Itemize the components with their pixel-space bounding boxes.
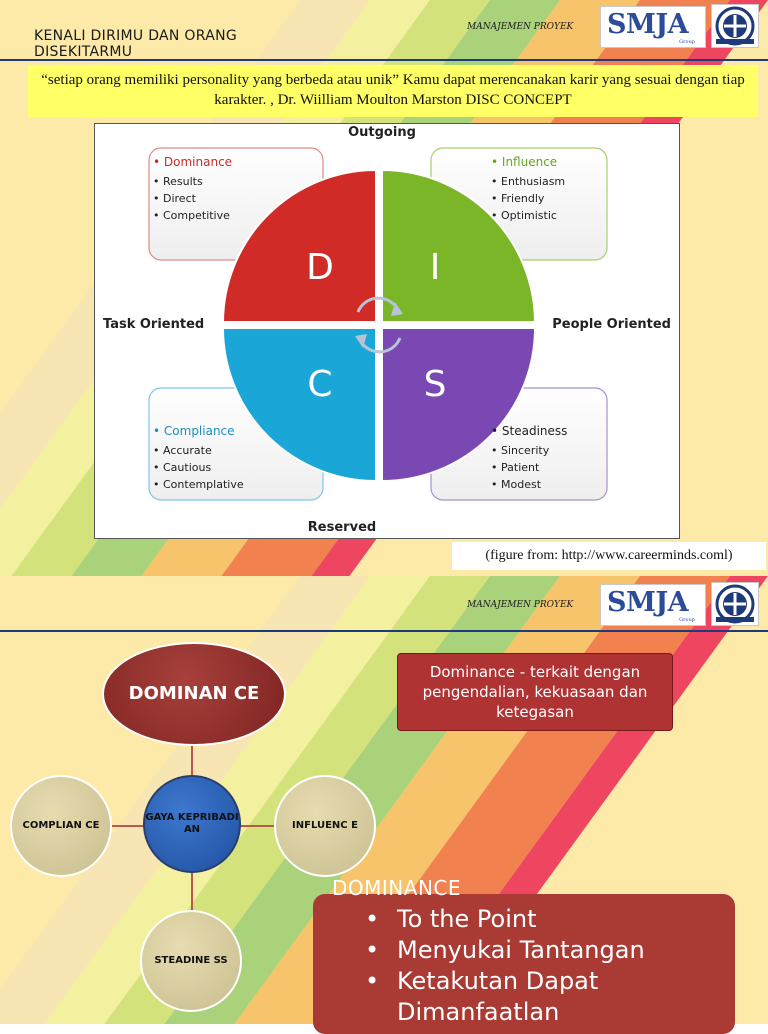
smja-logo: SMJA Group [600, 6, 706, 48]
dominance-item: • Competitive [153, 209, 230, 222]
influence-item: • Enthusiasm [491, 175, 565, 188]
slide-title: KENALI DIRIMU DAN ORANG DISEKITARMU [34, 28, 238, 60]
quadrant-s [381, 327, 537, 483]
quadrant-c [221, 327, 377, 483]
dominance-title: • Dominance [153, 155, 232, 169]
influence-title: • Influence [491, 155, 557, 169]
list-item: To the Point [365, 904, 727, 935]
letter-c: C [307, 364, 332, 405]
bubble-compliance: COMPLIAN CE [10, 775, 112, 877]
connector-line-right [239, 825, 277, 827]
axis-left-label: Task Oriented [103, 317, 204, 332]
compliance-item: • Accurate [153, 444, 212, 457]
list-item: Menyukai Tantangan [365, 935, 727, 966]
connector-line-bottom [191, 871, 193, 913]
dominance-traits-list: To the Point Menyukai Tantangan Ketakuta… [365, 904, 727, 1028]
steadiness-item: • Sincerity [491, 444, 550, 457]
dominance-definition: Dominance - terkait dengan pengendalian,… [397, 653, 673, 731]
seal-icon [715, 584, 755, 624]
dominance-heading: DOMINANCE [332, 876, 462, 900]
axis-top-label: Outgoing [348, 125, 416, 140]
marston-quote: “setiap orang memiliki personality yang … [28, 65, 758, 117]
disc-diagram: D I C S Outgoing Reserved Task Oriented … [94, 123, 680, 539]
smja-logo-sub: Group [679, 39, 695, 45]
university-seal [711, 582, 759, 626]
university-seal [711, 4, 759, 48]
bubble-gaya-kepribadian: GAYA KEPRIBADI AN [143, 775, 241, 873]
letter-s: S [424, 364, 447, 405]
compliance-title: • Compliance [153, 424, 235, 438]
quadrant-i [381, 168, 537, 323]
brand-label: MANAJEMEN PROYEK [467, 600, 574, 610]
steadiness-item: • Patient [491, 461, 540, 474]
letter-d: D [306, 247, 334, 288]
brand-label: MANAJEMEN PROYEK [467, 22, 574, 32]
connector-line-top [191, 744, 193, 778]
list-item: Ketakutan Dapat Dimanfaatlan [365, 966, 727, 1028]
bubble-influence: INFLUENC E [274, 775, 376, 877]
smja-logo: SMJA Group [600, 584, 706, 626]
axis-right-label: People Oriented [552, 317, 671, 332]
header-divider [0, 59, 768, 61]
steadiness-title: • Steadiness [491, 424, 567, 438]
bubble-steadiness: STEADINE SS [140, 910, 242, 1012]
letter-i: I [430, 247, 441, 288]
disc-diagram-svg: D I C S Outgoing Reserved Task Oriented … [103, 125, 671, 535]
header-divider [0, 630, 768, 632]
seal-icon [715, 6, 755, 46]
compliance-item: • Cautious [153, 461, 211, 474]
influence-item: • Friendly [491, 192, 545, 205]
influence-item: • Optimistic [491, 209, 557, 222]
smja-logo-text: SMJA [607, 587, 689, 618]
connector-line-left [110, 825, 146, 827]
bubble-dominance: DOMINAN CE [102, 642, 286, 746]
slide-1: KENALI DIRIMU DAN ORANG DISEKITARMU MANA… [0, 0, 768, 576]
smja-logo-sub: Group [679, 617, 695, 623]
dominance-item: • Results [153, 175, 203, 188]
figure-caption: (figure from: http://www.careerminds.com… [452, 542, 766, 570]
smja-logo-text: SMJA [607, 9, 689, 40]
axis-bottom-label: Reserved [308, 520, 376, 535]
steadiness-item: • Modest [491, 478, 542, 491]
quadrant-d [221, 168, 377, 323]
dominance-item: • Direct [153, 192, 197, 205]
compliance-item: • Contemplative [153, 478, 244, 491]
